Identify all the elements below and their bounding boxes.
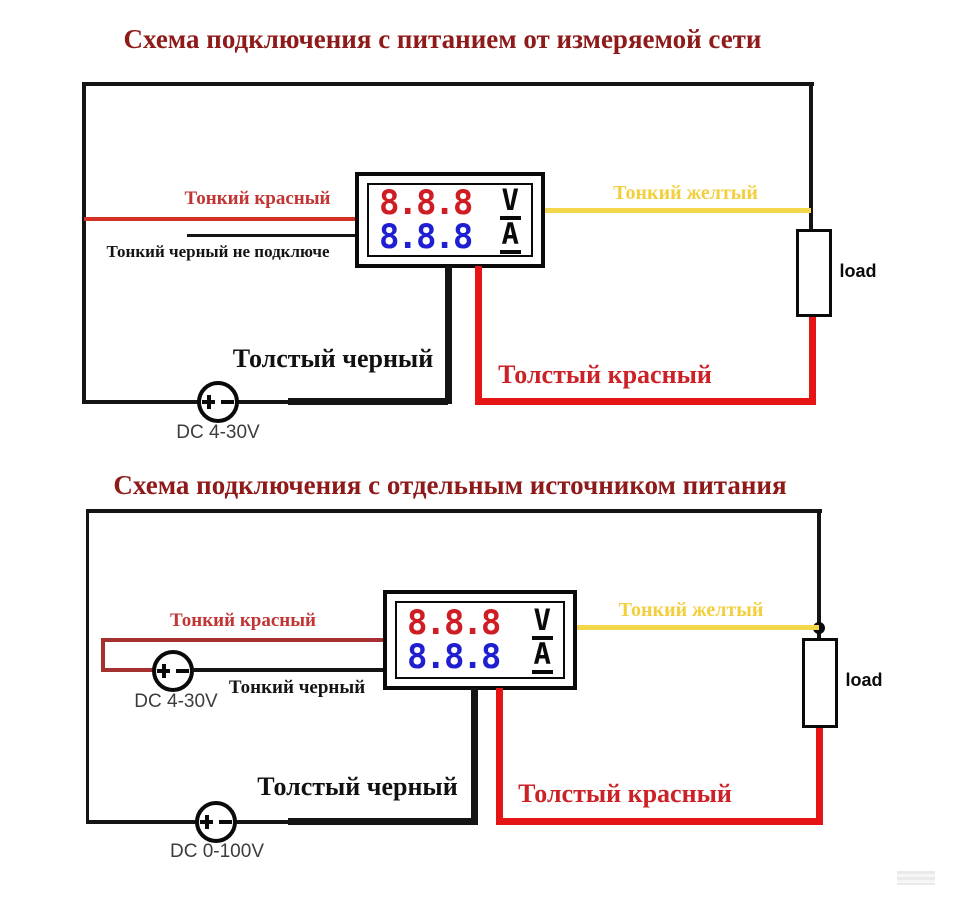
d2-thick-red-wire-to-load — [816, 728, 823, 825]
d1-thick-black-label: Толстый черный — [232, 344, 434, 373]
d2-meter-power-source-icon — [152, 650, 194, 692]
minus-icon — [176, 669, 189, 673]
d1-thick-red-label: Толстый красный — [498, 360, 712, 389]
d2-load-power-source-icon — [195, 801, 237, 843]
d2-amp-digits: 8.8.8 — [407, 637, 501, 677]
plus-icon — [205, 815, 209, 829]
d1-power-source-label: DC 4-30V — [176, 422, 260, 443]
d1-thin-black-wire — [187, 234, 358, 237]
d2-load-label: load — [845, 670, 883, 690]
watermark — [897, 871, 935, 885]
d2-thin-red-wire-vertical — [101, 638, 105, 672]
d1-load-resistor — [796, 229, 832, 317]
d1-yellow-label: Тонкий желтый — [613, 182, 758, 204]
d2-volt-unit: V — [531, 606, 553, 640]
d1-wire-source-to-thick — [236, 400, 292, 404]
d2-volt-digits: 8.8.8 — [407, 603, 501, 643]
d1-power-source-icon — [197, 381, 239, 423]
d2-thin-black-wire — [192, 668, 385, 672]
d1-meter-display: 8.8.8 V 8.8.8 A — [367, 183, 533, 257]
plus-icon — [207, 395, 211, 409]
diagram2-title: Схема подключения с отдельным источником… — [113, 470, 787, 500]
d1-thin-red-label: Тонкий красный — [184, 188, 331, 209]
d2-thick-black-label: Толстый черный — [257, 772, 458, 801]
d2-amp-unit: A — [531, 640, 553, 674]
d1-volt-unit: V — [499, 186, 521, 220]
d2-right-wire — [817, 509, 821, 640]
d2-meter-power-source-label: DC 4-30V — [134, 691, 218, 712]
diagram1-title: Схема подключения с питанием от измеряем… — [123, 24, 762, 54]
d2-top-wire — [86, 509, 822, 513]
d1-top-wire — [82, 82, 814, 86]
d2-thin-red-wire-horizontal — [101, 638, 385, 642]
d2-load-power-source-label: DC 0-100V — [170, 841, 264, 862]
plus-icon — [162, 664, 166, 678]
d2-load-resistor — [802, 638, 838, 728]
d1-amp-unit: A — [499, 220, 521, 254]
d2-thick-red-wire-vertical — [496, 688, 503, 825]
d2-meter: 8.8.8 V 8.8.8 A — [383, 590, 577, 690]
d1-right-wire — [809, 82, 813, 229]
d1-thick-red-wire-horizontal — [475, 398, 816, 405]
d1-left-wire — [82, 82, 86, 404]
d2-meter-display: 8.8.8 V 8.8.8 A — [395, 601, 565, 679]
d2-wire-source-to-thick — [235, 820, 292, 824]
d1-amp-digits: 8.8.8 — [379, 217, 473, 257]
d1-volt-digits: 8.8.8 — [379, 183, 473, 223]
d2-thick-red-label: Толстый красный — [518, 779, 732, 808]
d2-thin-red-label: Тонкий красный — [169, 610, 317, 631]
d1-thin-red-wire — [84, 217, 357, 221]
d2-volt-row: 8.8.8 V — [407, 606, 553, 640]
d2-thick-black-wire-vertical — [471, 688, 478, 825]
d2-yellow-label: Тонкий желтый — [618, 599, 764, 621]
d1-yellow-wire — [545, 208, 811, 213]
d1-volt-row: 8.8.8 V — [379, 186, 521, 220]
d2-thick-red-wire-horizontal — [496, 818, 823, 825]
d1-load-label: load — [839, 261, 877, 281]
d2-yellow-wire — [577, 625, 819, 630]
d1-amp-row: 8.8.8 A — [379, 220, 521, 254]
d2-left-wire — [86, 509, 89, 824]
d2-bottom-left-wire — [86, 820, 197, 824]
d1-thick-red-wire-vertical — [475, 266, 482, 405]
d1-meter: 8.8.8 V 8.8.8 A — [355, 172, 545, 268]
d1-thick-black-wire-vertical — [445, 266, 452, 404]
minus-icon — [221, 400, 234, 404]
minus-icon — [219, 820, 232, 824]
d1-thick-black-wire-horizontal — [288, 398, 448, 405]
d1-thick-red-wire-to-load — [809, 317, 816, 405]
d2-amp-row: 8.8.8 A — [407, 640, 553, 674]
d2-thin-red-wire-to-source — [101, 668, 154, 672]
d1-thin-black-label: Тонкий черный не подключе — [106, 242, 330, 261]
d2-thick-black-wire-horizontal — [288, 818, 478, 825]
d1-wire-wall-to-source — [82, 400, 200, 404]
d2-thin-black-label: Тонкий черный — [228, 677, 366, 698]
